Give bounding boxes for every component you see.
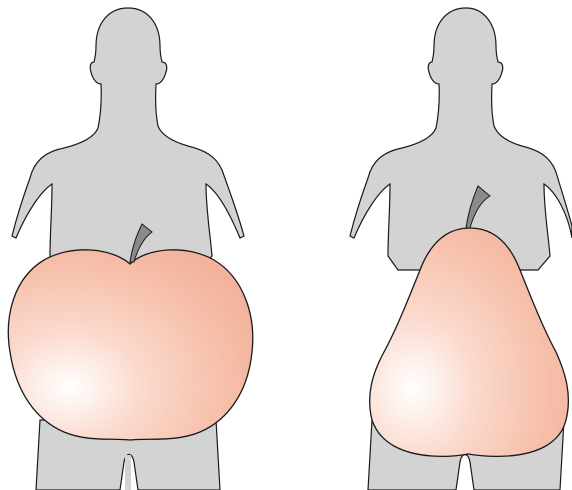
apple-icon bbox=[8, 250, 252, 440]
human-silhouette-icon bbox=[12, 8, 244, 270]
apple-shape bbox=[8, 224, 252, 440]
